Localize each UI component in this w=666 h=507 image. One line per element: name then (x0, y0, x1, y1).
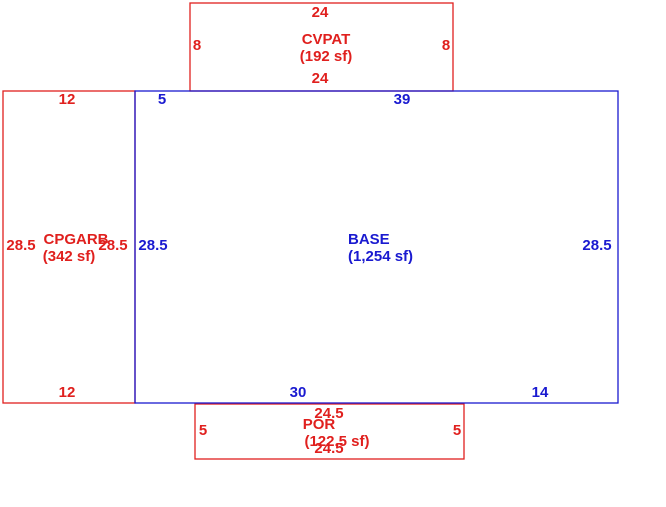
area-por: 24.5 5 5 POR (122.5 sf) 24.5 (194, 403, 465, 460)
cpgarb-area: (342 sf) (43, 248, 96, 265)
cpgarb-dim-right: 28.5 (98, 237, 127, 254)
cvpat-dim-bottom: 24 (312, 70, 329, 87)
por-dim-bottom: 24.5 (314, 440, 343, 457)
por-dim-top: 24.5 (314, 405, 343, 422)
cpgarb-dim-left: 28.5 (6, 237, 35, 254)
base-dim-top: 39 (394, 91, 411, 108)
por-area: (122.5 sf) (304, 433, 369, 450)
cvpat-name: CVPAT (302, 31, 351, 48)
area-cpgarb: 12 28.5 28.5 CPGARB (342 sf) 12 (2, 90, 136, 404)
base-dim-right: 28.5 (582, 237, 611, 254)
por-name: POR (303, 416, 336, 433)
cpgarb-dim-top: 12 (59, 91, 76, 108)
base-outline (134, 90, 619, 404)
base-name: BASE (348, 231, 390, 248)
cvpat-dim-left: 8 (193, 37, 201, 54)
area-cvpat: 24 8 8 CVPAT (192 sf) 24 (189, 2, 454, 92)
cvpat-dim-right: 8 (442, 37, 450, 54)
por-dim-right: 5 (453, 422, 461, 439)
base-dim-bottom-right: 14 (532, 384, 549, 401)
base-dim-top-left: 5 (158, 91, 166, 108)
base-area: (1,254 sf) (348, 248, 413, 265)
cpgarb-dim-bottom: 12 (59, 384, 76, 401)
base-dim-left: 28.5 (138, 237, 167, 254)
por-outline (194, 403, 465, 460)
cvpat-area: (192 sf) (300, 48, 353, 65)
cvpat-dim-top: 24 (312, 4, 329, 21)
por-dim-left: 5 (199, 422, 207, 439)
area-base: 5 39 28.5 28.5 BASE (1,254 sf) 30 14 (134, 90, 619, 404)
base-dim-bottom-left: 30 (290, 384, 307, 401)
cpgarb-name: CPGARB (43, 231, 108, 248)
